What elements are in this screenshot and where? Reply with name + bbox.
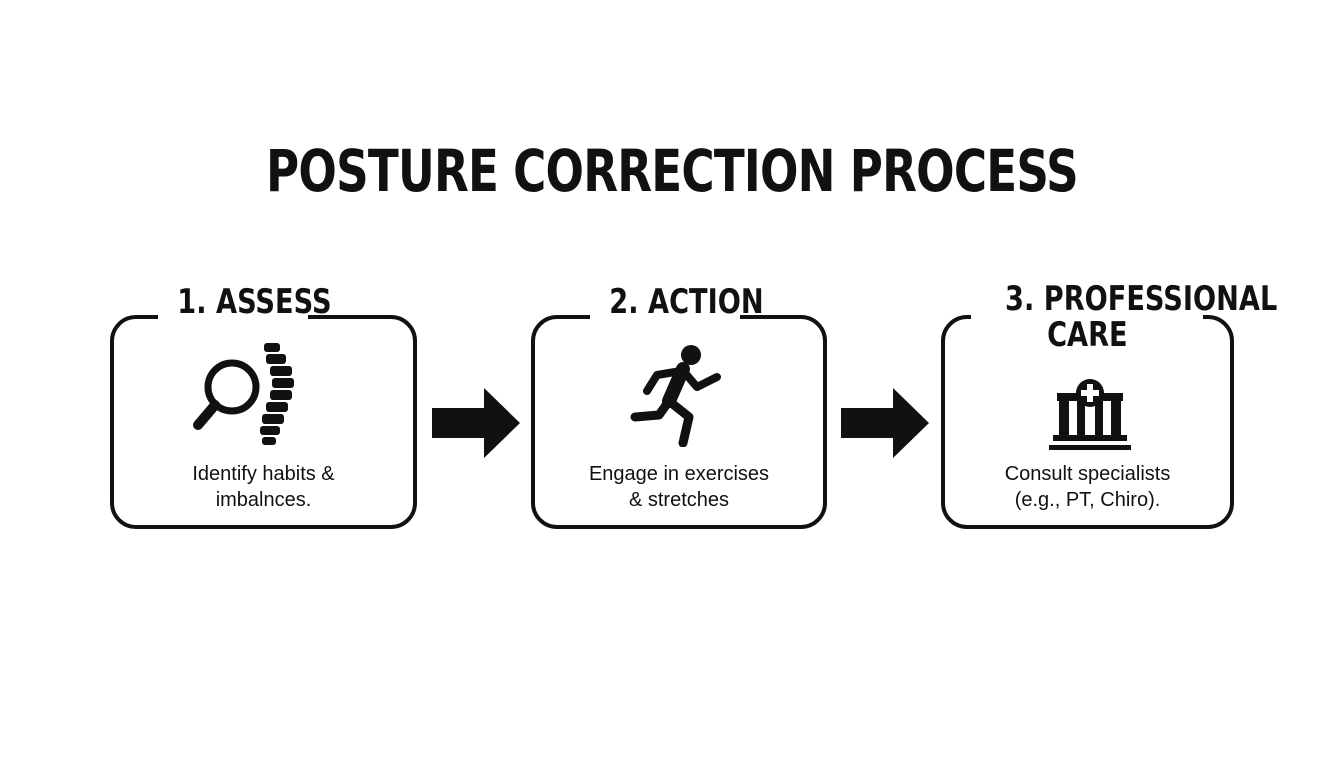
description-line: Identify habits &	[192, 463, 335, 485]
step-label: 2. ACTION	[590, 284, 764, 320]
step-description: Identify habits & imbalnces.	[114, 461, 413, 513]
diagram-title: POSTURE CORRECTION PROCESS	[266, 137, 1079, 205]
step-assess: Identify habits & imbalnces.	[110, 315, 417, 529]
description-line: & stretches	[628, 489, 730, 511]
step-description: Engage in exercises & stretches	[535, 461, 823, 513]
description-line: Consult specialists	[1004, 463, 1171, 485]
arrow-right-icon	[432, 388, 522, 458]
step-label-text: CARE	[1046, 315, 1128, 355]
description-line: Engage in exercises	[588, 463, 770, 485]
step-label-text: 2. ACTION	[609, 282, 764, 322]
running-person-icon	[629, 343, 729, 448]
description-line: imbalnces.	[215, 489, 312, 511]
step-description: Consult specialists (e.g., PT, Chiro).	[945, 461, 1230, 513]
magnifier-spine-icon	[190, 339, 308, 451]
step-action: Engage in exercises & stretches	[531, 315, 827, 529]
arrow-right-icon	[841, 388, 931, 458]
medical-building-icon	[1049, 379, 1131, 453]
description-line: (e.g., PT, Chiro).	[1014, 489, 1161, 511]
step-label: 3. PROFESSIONAL CARE	[971, 281, 1277, 355]
step-label-text: 1. ASSESS	[177, 282, 332, 322]
step-label-text: 3. PROFESSIONAL	[1005, 279, 1278, 319]
step-label: 1. ASSESS	[158, 284, 332, 320]
